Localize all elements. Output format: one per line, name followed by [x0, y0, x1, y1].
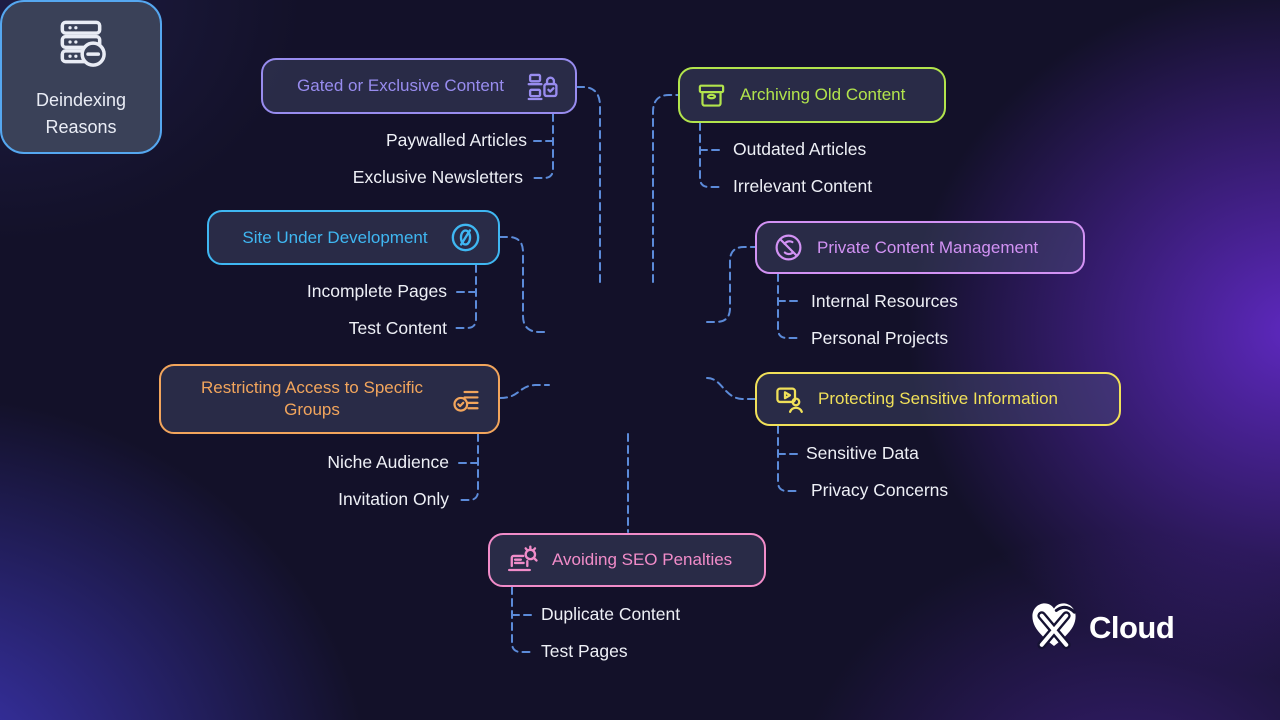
center-title-line1: Deindexing — [35, 90, 127, 111]
branch-label: Gated or Exclusive Content — [297, 76, 504, 95]
branch-label: Protecting Sensitive Information — [818, 389, 1059, 408]
branch-label: Restricting Access to Specific Groups — [200, 377, 424, 419]
child-label-irrelevant-content: Irrelevant Content — [733, 176, 873, 196]
branch-label: Site Under Development — [242, 227, 428, 247]
slashed-zero-icon — [449, 221, 482, 254]
laptop-search-icon — [506, 544, 539, 577]
media-user-icon — [773, 383, 805, 415]
connector-site-children — [454, 264, 477, 329]
center-node-deindexing-reasons: Deindexing Reasons — [0, 0, 162, 154]
connector-seo-children — [511, 586, 534, 653]
connector-center-private — [706, 246, 756, 323]
branch-node-archiving-old-content: Archiving Old Content — [678, 67, 946, 123]
branch-label: Private Content Management — [817, 237, 1039, 257]
branch-node-restricting-access: Restricting Access to Specific Groups — [159, 364, 500, 434]
child-label-personal-projects: Personal Projects — [811, 328, 949, 348]
center-node-title: Deindexing Reasons — [36, 87, 126, 139]
child-label-incomplete-pages: Incomplete Pages — [306, 281, 447, 301]
checklist-icon — [451, 384, 482, 415]
center-title-line2: Reasons — [45, 116, 117, 137]
connector-gated-children — [531, 113, 554, 179]
child-label-test-content: Test Content — [348, 318, 447, 338]
connector-center-gated — [576, 86, 601, 283]
archive-box-icon — [696, 80, 727, 111]
branch-node-site-under-development: Site Under Development — [207, 210, 500, 265]
connector-site-center — [499, 236, 550, 333]
child-label-internal-resources: Internal Resources — [811, 291, 958, 311]
logo-text: Cloud — [1089, 609, 1175, 645]
connector-private-children — [777, 273, 800, 339]
connector-protecting-children — [777, 425, 800, 492]
xcloud-heart-icon — [1026, 597, 1082, 658]
server-minus-icon — [53, 14, 109, 75]
child-label-outdated-articles: Outdated Articles — [733, 139, 867, 159]
connector-restricting-children — [456, 433, 479, 501]
child-label-invitation-only: Invitation Only — [338, 489, 449, 509]
branch-node-private-content-management: Private Content Management — [755, 221, 1085, 274]
branch-label: Avoiding SEO Penalties — [552, 550, 733, 569]
branch-node-avoiding-seo-penalties: Avoiding SEO Penalties — [488, 533, 766, 587]
child-label-paywalled-articles: Paywalled Articles — [385, 130, 527, 150]
devices-lock-icon — [526, 70, 559, 103]
connector-restricting-center — [499, 384, 550, 399]
prohibition-icon — [773, 232, 804, 263]
child-label-privacy-concerns: Privacy Concerns — [811, 480, 949, 500]
branch-node-protecting-sensitive-information: Protecting Sensitive Information — [755, 372, 1121, 426]
branch-node-gated-exclusive-content: Gated or Exclusive Content — [261, 58, 577, 114]
connector-center-protecting — [706, 377, 756, 400]
child-label-niche-audience: Niche Audience — [327, 452, 449, 472]
child-label-exclusive-newsletters: Exclusive Newsletters — [352, 167, 523, 187]
branch-label: Archiving Old Content — [740, 85, 906, 104]
child-label-duplicate-content: Duplicate Content — [541, 604, 681, 624]
connector-archiving-children — [699, 122, 722, 188]
child-label-sensitive-data: Sensitive Data — [806, 443, 919, 463]
child-label-test-pages: Test Pages — [541, 641, 628, 661]
connector-center-archiving — [652, 94, 679, 283]
xcloud-logo: Cloud — [1026, 597, 1175, 658]
